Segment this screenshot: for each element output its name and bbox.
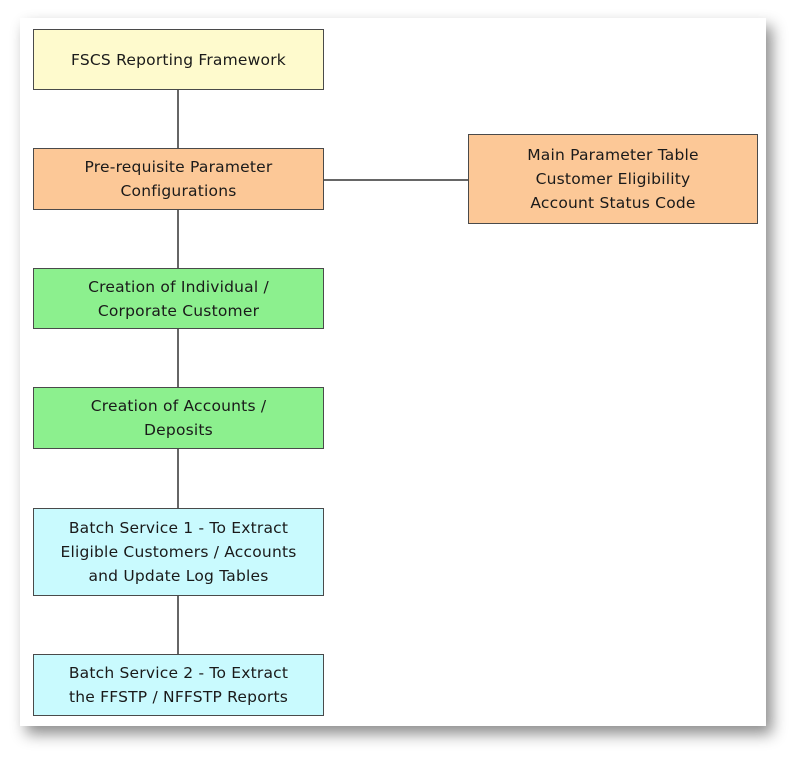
node-batch1-line-2: Eligible Customers / Accounts [60, 543, 297, 561]
node-accounts-line-2: Deposits [144, 421, 213, 439]
node-batch-service-1: Batch Service 1 - To Extract Eligible Cu… [33, 508, 324, 596]
node-parameter-tables-line-3: Account Status Code [530, 194, 696, 212]
node-main-parameter-tables: Main Parameter Table Customer Eligibilit… [468, 134, 758, 224]
connector-lines [177, 89, 468, 654]
node-creation-of-accounts: Creation of Accounts / Deposits [33, 387, 324, 449]
node-prerequisite-line-2: Configurations [120, 182, 237, 200]
node-batch1-line-3: and Update Log Tables [88, 567, 269, 585]
diagram-canvas: FSCS Reporting Framework Pre-requisite P… [20, 18, 766, 726]
node-batch1-line-1: Batch Service 1 - To Extract [68, 519, 289, 537]
node-batch2-line-2: the FFSTP / NFFSTP Reports [68, 688, 289, 706]
node-batch2-line-1: Batch Service 2 - To Extract [68, 664, 289, 682]
node-framework-line-1: FSCS Reporting Framework [71, 50, 286, 69]
node-parameter-tables-line-2: Customer Eligibility [535, 170, 691, 188]
node-accounts-line-1: Creation of Accounts / [90, 397, 267, 415]
node-batch-service-2: Batch Service 2 - To Extract the FFSTP /… [33, 654, 324, 716]
node-prerequisite-line-1: Pre-requisite Parameter [84, 158, 273, 176]
node-fscs-reporting-framework: FSCS Reporting Framework [33, 29, 324, 90]
node-parameter-tables-line-1: Main Parameter Table [527, 146, 699, 164]
node-prerequisite-parameter-configurations: Pre-requisite Parameter Configurations [33, 148, 324, 210]
node-creation-of-customer: Creation of Individual / Corporate Custo… [33, 268, 324, 329]
node-customer-line-2: Corporate Customer [97, 301, 260, 320]
node-customer-line-1: Creation of Individual / [88, 277, 269, 296]
